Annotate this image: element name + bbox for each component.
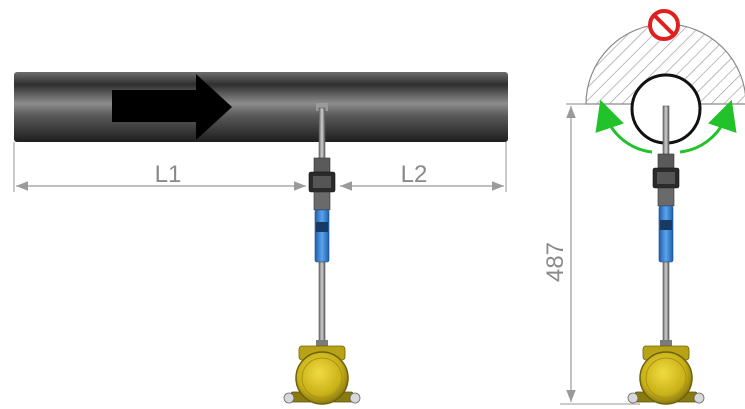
no-entry-icon <box>648 9 680 41</box>
probe-assembly <box>283 103 361 405</box>
flow-arrow-icon <box>112 74 232 140</box>
dimension-label-l1: L1 <box>155 161 182 188</box>
junction-housing <box>283 345 361 405</box>
dimension-label-l2: L2 <box>401 161 428 188</box>
dimension-label-height: 487 <box>542 242 569 282</box>
blue-sensor-body <box>314 209 330 263</box>
allowed-rotation-arrows-icon <box>595 99 737 154</box>
front-view: 487 <box>542 9 745 405</box>
pipe <box>14 72 508 142</box>
probe-assembly-front <box>627 105 705 405</box>
junction-housing-front <box>627 345 705 405</box>
blue-sensor-body-front <box>658 205 674 263</box>
side-view: L1 L2 <box>13 72 508 405</box>
